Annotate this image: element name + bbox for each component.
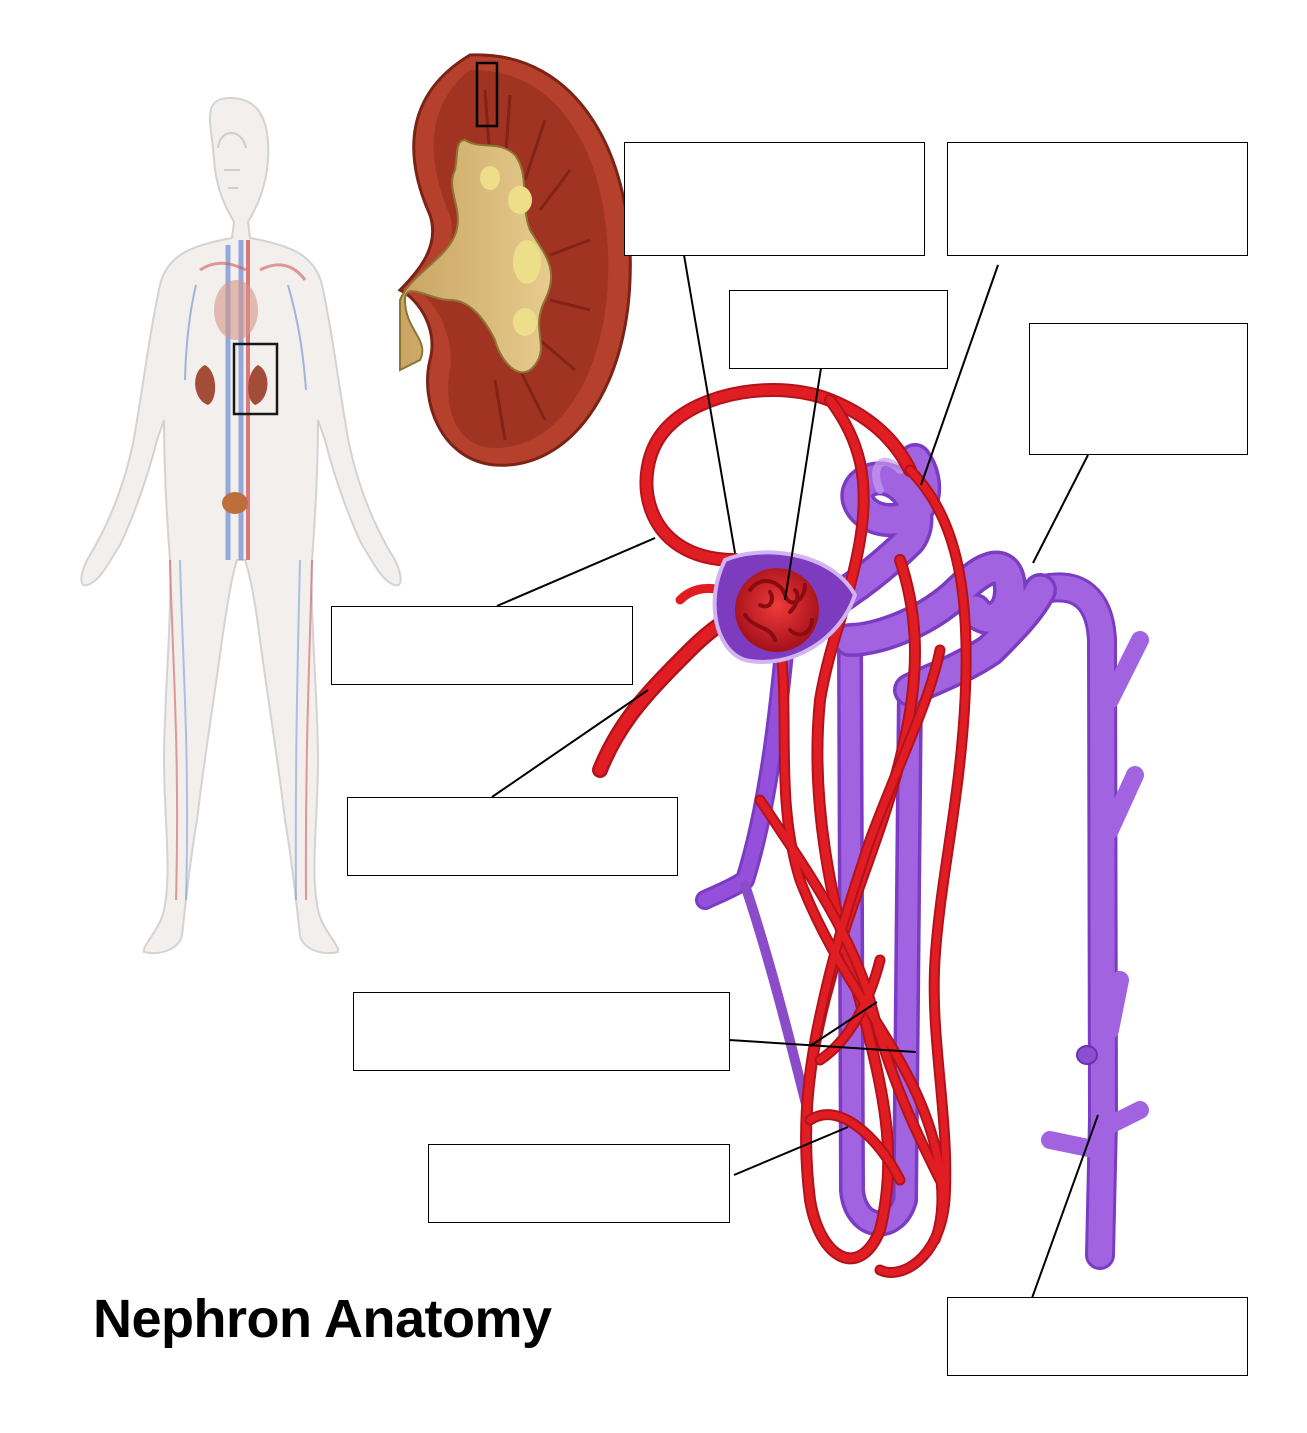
human-body-figure <box>80 96 402 954</box>
label-box-middle-small[interactable] <box>729 290 948 369</box>
label-box-top-left-middle[interactable] <box>624 142 925 256</box>
collecting-duct <box>1025 572 1149 1270</box>
heart-shape <box>214 280 258 340</box>
label-box-left-middle[interactable] <box>347 797 678 876</box>
left-kidney-shape <box>195 365 216 405</box>
bladder-shape <box>222 492 248 514</box>
cortex-highlight-box <box>475 61 499 128</box>
label-box-bottom-right[interactable] <box>947 1297 1248 1376</box>
page-title: Nephron Anatomy <box>93 1289 552 1349</box>
glomerulus <box>735 568 819 652</box>
right-kidney-shape <box>248 365 268 405</box>
kidney-highlight-box <box>232 342 279 416</box>
kidney-cross-section <box>397 53 632 467</box>
nephron-structure <box>592 383 1149 1278</box>
label-box-left-lower[interactable] <box>353 992 730 1071</box>
leader-lines <box>491 254 1099 1299</box>
label-box-top-right[interactable] <box>947 142 1248 256</box>
label-box-left-bottom[interactable] <box>428 1144 730 1223</box>
label-box-left-upper[interactable] <box>331 606 633 685</box>
label-box-right-upper[interactable] <box>1029 323 1248 455</box>
